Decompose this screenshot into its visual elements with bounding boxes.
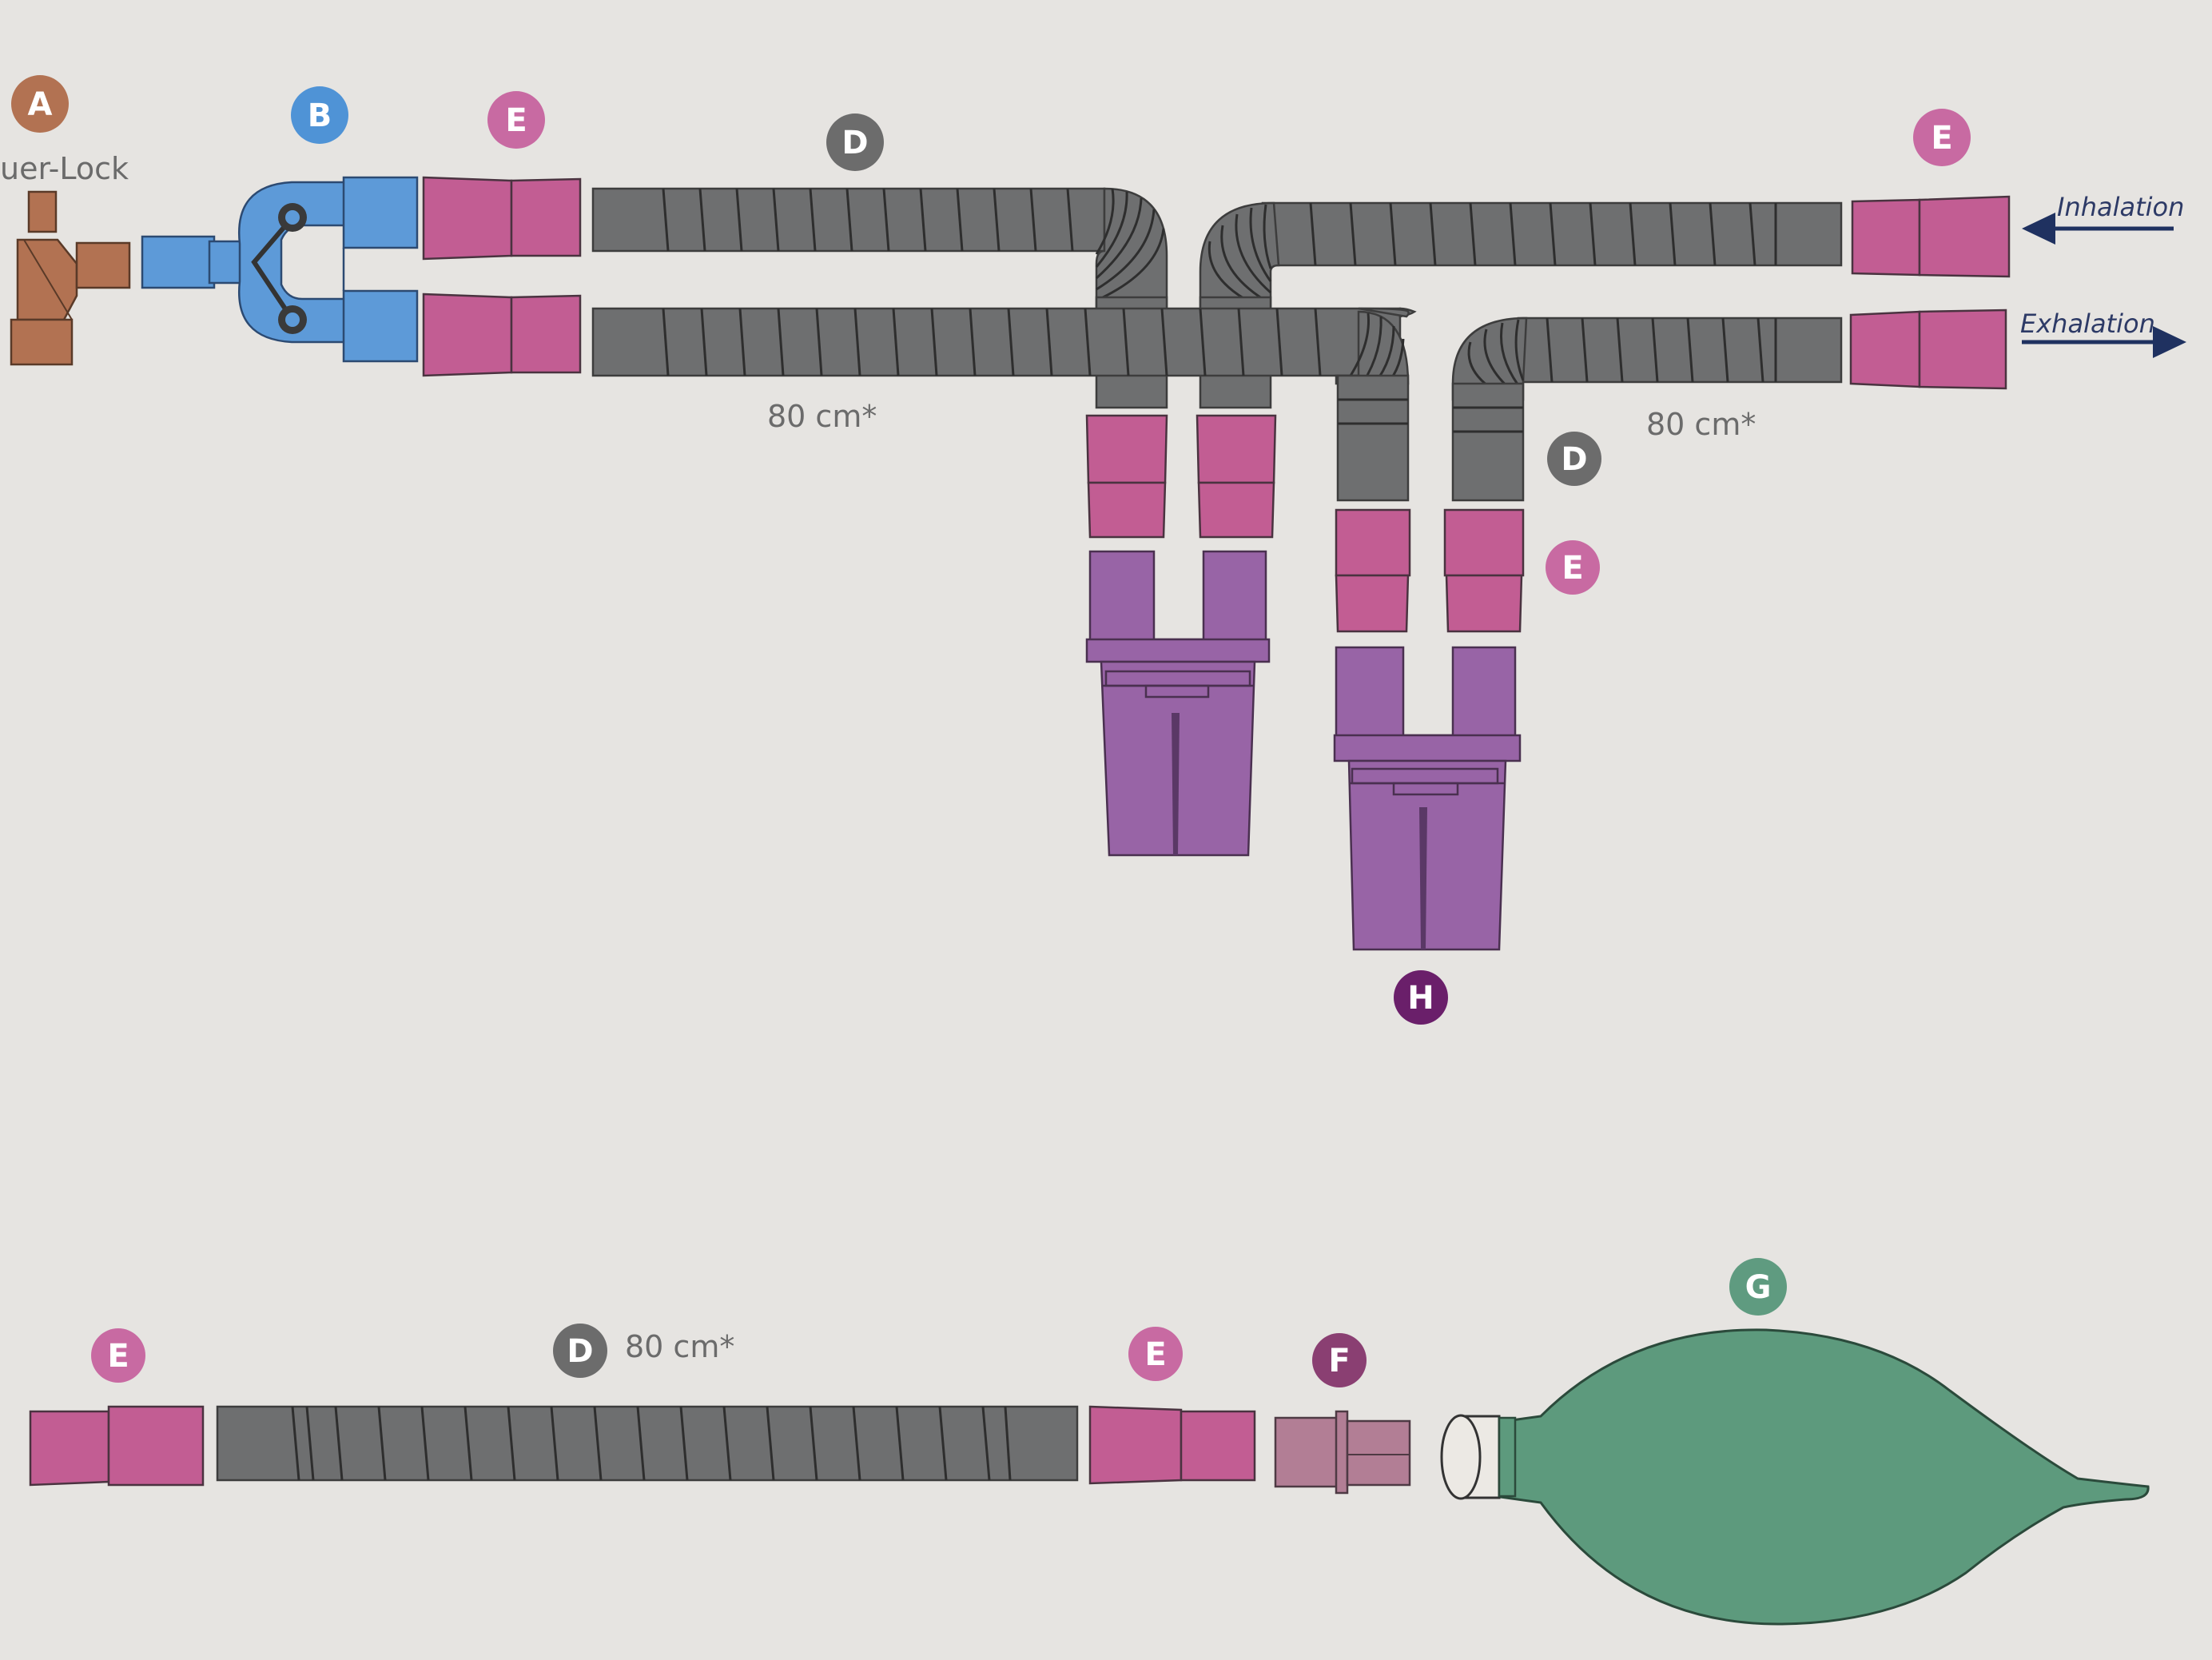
reservoir-bag [1440,1328,2150,1626]
svg-text:E: E [505,102,527,139]
label-marker-b: B [291,86,348,144]
svg-text:B: B [308,98,332,134]
label-marker-e-top-right: E [1913,109,1971,166]
exhalation-label: Exhalation [2020,309,2155,339]
lower-long-tube [591,307,1417,502]
label-marker-e-bottom-middle: E [1128,1327,1183,1381]
svg-text:D: D [567,1333,593,1370]
label-marker-d-top: D [826,113,884,171]
exhalation-right-tube [1451,316,1843,502]
label-marker-d-right: D [1547,432,1601,486]
bag-adapter [1274,1410,1411,1495]
label-marker-h: H [1394,970,1448,1025]
svg-text:E: E [1931,120,1952,157]
svg-text:F: F [1328,1343,1350,1379]
bottom-left-adapter [29,1405,205,1487]
luer-lock-label: uer-Lock [0,151,129,186]
bottom-tube [216,1405,1079,1482]
svg-text:D: D [841,125,868,161]
svg-text:E: E [1144,1336,1166,1373]
luer-lock-connector [10,190,131,366]
inhalation-label: Inhalation [2057,192,2184,222]
right-trap-adapters [1335,508,1525,633]
label-marker-e-bottom-left: E [91,1328,145,1383]
svg-text:E: E [1562,550,1583,587]
left-adapters [422,176,582,377]
exhalation-arrow [2022,326,2186,358]
label-marker-e-right: E [1546,540,1600,595]
inhalation-arrow [2022,213,2174,245]
length-note-top-left: 80 cm* [767,399,877,434]
y-piece [141,176,419,363]
label-marker-g: G [1729,1258,1787,1316]
left-trap-adapters [1085,414,1277,539]
svg-text:D: D [1561,441,1587,478]
label-marker-e-top-left: E [487,91,545,149]
svg-text:A: A [28,86,53,123]
label-marker-a: A [11,75,69,133]
label-marker-d-bottom: D [553,1324,607,1378]
label-marker-f: F [1312,1333,1367,1387]
right-water-trap [1333,646,1522,951]
bottom-middle-adapter [1088,1405,1256,1485]
right-adapters [1849,195,2011,390]
upper-left-tube [591,187,1168,409]
left-water-trap [1085,550,1271,857]
svg-text:E: E [107,1338,129,1375]
length-note-bottom: 80 cm* [625,1329,734,1364]
svg-text:G: G [1745,1269,1772,1306]
svg-text:H: H [1407,980,1434,1017]
length-note-top-right: 80 cm* [1646,407,1756,442]
